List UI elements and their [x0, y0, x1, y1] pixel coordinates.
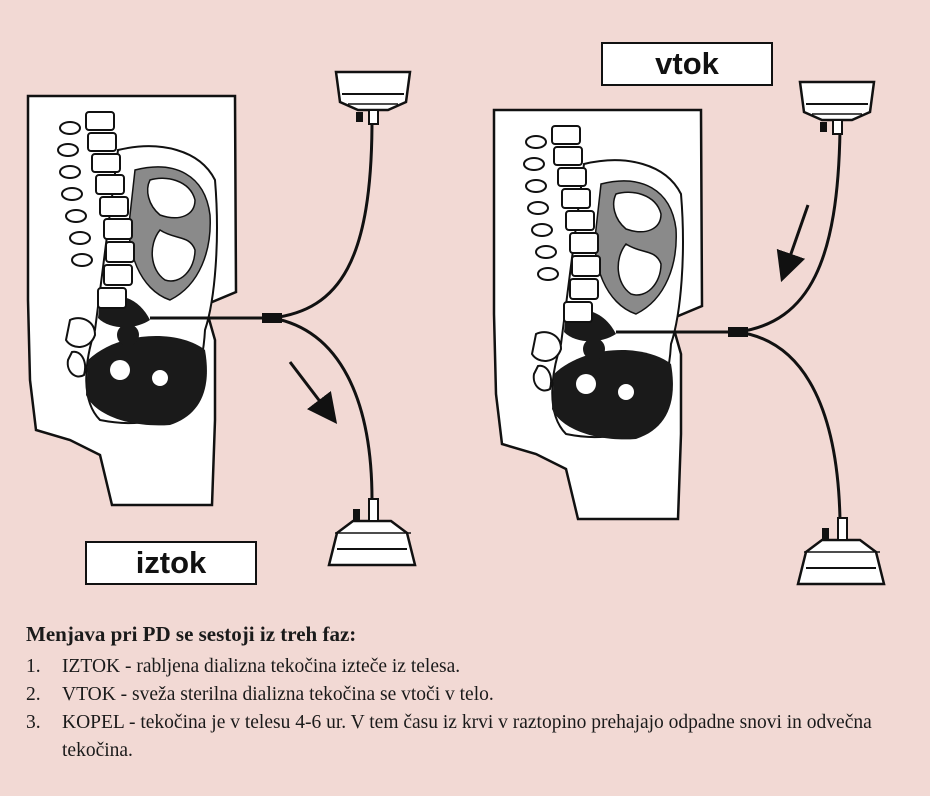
- list-item-number: 1.: [26, 653, 62, 681]
- fill-flow-arrow: [786, 205, 808, 268]
- list-item-text: IZTOK - rabljena dializna tekočina izteč…: [62, 653, 926, 681]
- drain-supply-bag: [336, 72, 410, 124]
- caption: Menjava pri PD se sestoji iz treh faz: 1…: [26, 622, 926, 765]
- fill-torso-illustration: [494, 110, 702, 519]
- fill-drain-bag-shape: [798, 518, 884, 584]
- fill-torso: [494, 110, 702, 519]
- list-item: 2. VTOK - sveža sterilna dializna tekoči…: [26, 681, 926, 709]
- caption-title: Menjava pri PD se sestoji iz treh faz:: [26, 622, 926, 647]
- list-item-number: 3.: [26, 709, 62, 765]
- fill-phase-label: vtok: [601, 42, 773, 86]
- fill-supply-bag: [800, 82, 874, 134]
- fill-drain-bag: [798, 518, 884, 584]
- list-item-text: KOPEL - tekočina je v telesu 4-6 ur. V t…: [62, 709, 926, 765]
- drain-y-connector: [262, 313, 282, 323]
- caption-list: 1. IZTOK - rabljena dializna tekočina iz…: [26, 653, 926, 765]
- drain-upper-tube: [272, 120, 372, 318]
- diagram-canvas: [0, 0, 930, 610]
- fill-lower-tube: [738, 332, 840, 520]
- drain-supply-bag-shape: [336, 72, 410, 124]
- drain-torso: [28, 96, 236, 505]
- list-item: 3. KOPEL - tekočina je v telesu 4-6 ur. …: [26, 709, 926, 765]
- drain-phase-label: iztok: [85, 541, 257, 585]
- fill-y-connector: [728, 327, 748, 337]
- list-item-number: 2.: [26, 681, 62, 709]
- drain-collection-bag: [329, 499, 415, 565]
- fill-upper-tube: [738, 130, 840, 332]
- list-item: 1. IZTOK - rabljena dializna tekočina iz…: [26, 653, 926, 681]
- drain-torso-illustration: [28, 96, 236, 505]
- list-item-text: VTOK - sveža sterilna dializna tekočina …: [62, 681, 926, 709]
- drain-lower-tube: [272, 318, 372, 500]
- drain-collection-bag-shape: [329, 499, 415, 565]
- drain-flow-arrow: [290, 362, 328, 412]
- fill-supply-bag-shape: [800, 82, 874, 134]
